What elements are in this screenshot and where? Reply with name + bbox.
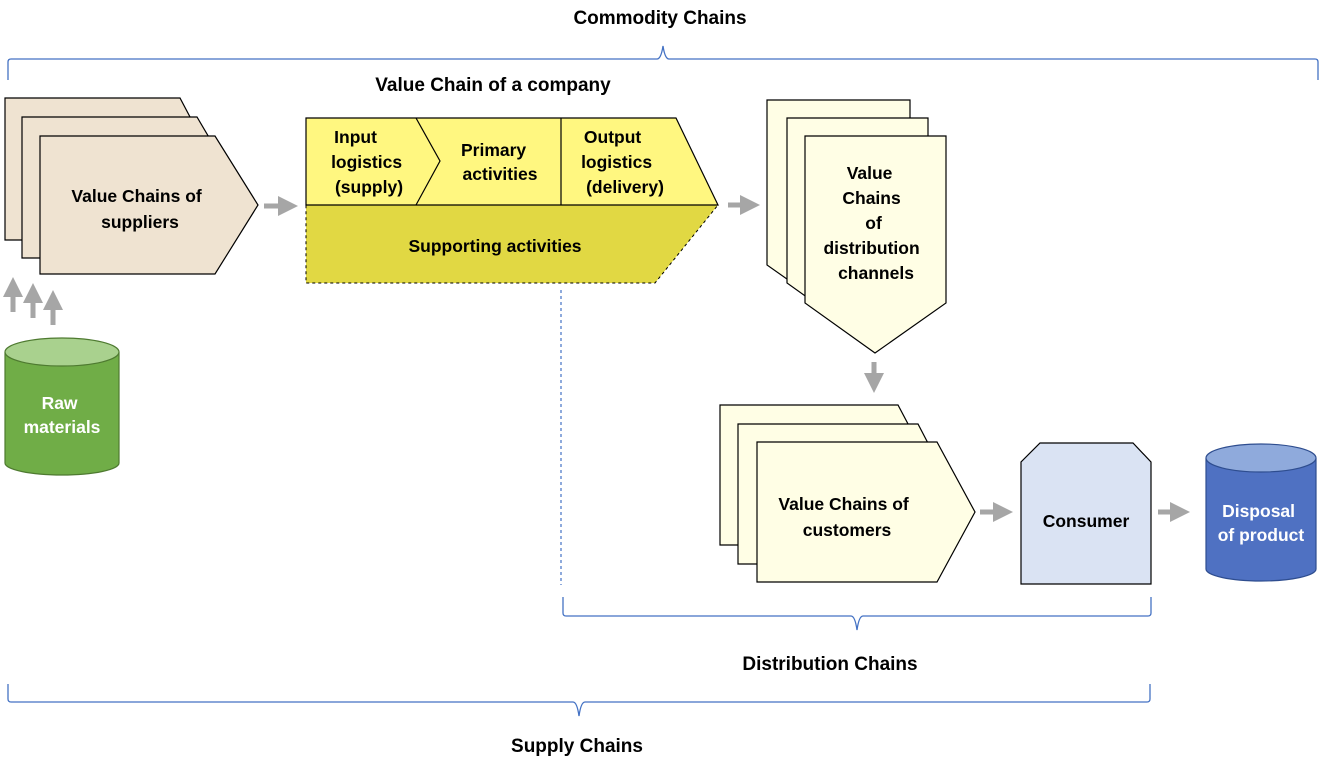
distribution-chains-label: Distribution Chains xyxy=(742,654,917,675)
input-logistics-label: Input logistics (supply) xyxy=(331,127,407,197)
primary-row xyxy=(305,117,719,206)
commodity-chains-label: Commodity Chains xyxy=(573,8,746,29)
distribution-channels-stack xyxy=(766,99,947,354)
consumer-label: Consumer xyxy=(1043,511,1130,531)
suppliers-stack xyxy=(4,97,259,275)
raw-materials-cylinder xyxy=(4,337,120,476)
disposal-label: Disposal of product xyxy=(1218,501,1305,545)
consumer-box xyxy=(1020,442,1152,585)
supply-chains-label: Supply Chains xyxy=(511,736,643,757)
commodity-chains-bracket xyxy=(7,45,1319,80)
raw-materials-label: Raw materials xyxy=(24,393,101,437)
supporting-activities-label: Supporting activities xyxy=(408,236,581,256)
supply-chains-bracket xyxy=(7,684,1151,717)
customers-label: Value Chains of customers xyxy=(778,494,913,540)
suppliers-label: Value Chains of suppliers xyxy=(71,186,206,232)
customers-stack xyxy=(719,404,976,583)
raw-material-arrows xyxy=(3,277,63,325)
distribution-chains-bracket xyxy=(562,597,1152,631)
input-logistics-chevron xyxy=(415,117,441,206)
primary-activities-label: Primary activities xyxy=(461,140,538,184)
output-logistics-label: Output logistics (delivery) xyxy=(581,127,664,197)
value-chain-company-label: Value Chain of a company xyxy=(375,75,611,96)
disposal-cylinder xyxy=(1205,443,1317,582)
supporting-activities-block xyxy=(305,204,720,284)
distribution-channels-label: Value Chains of distribution channels xyxy=(823,163,924,283)
company-value-chain xyxy=(305,117,720,284)
